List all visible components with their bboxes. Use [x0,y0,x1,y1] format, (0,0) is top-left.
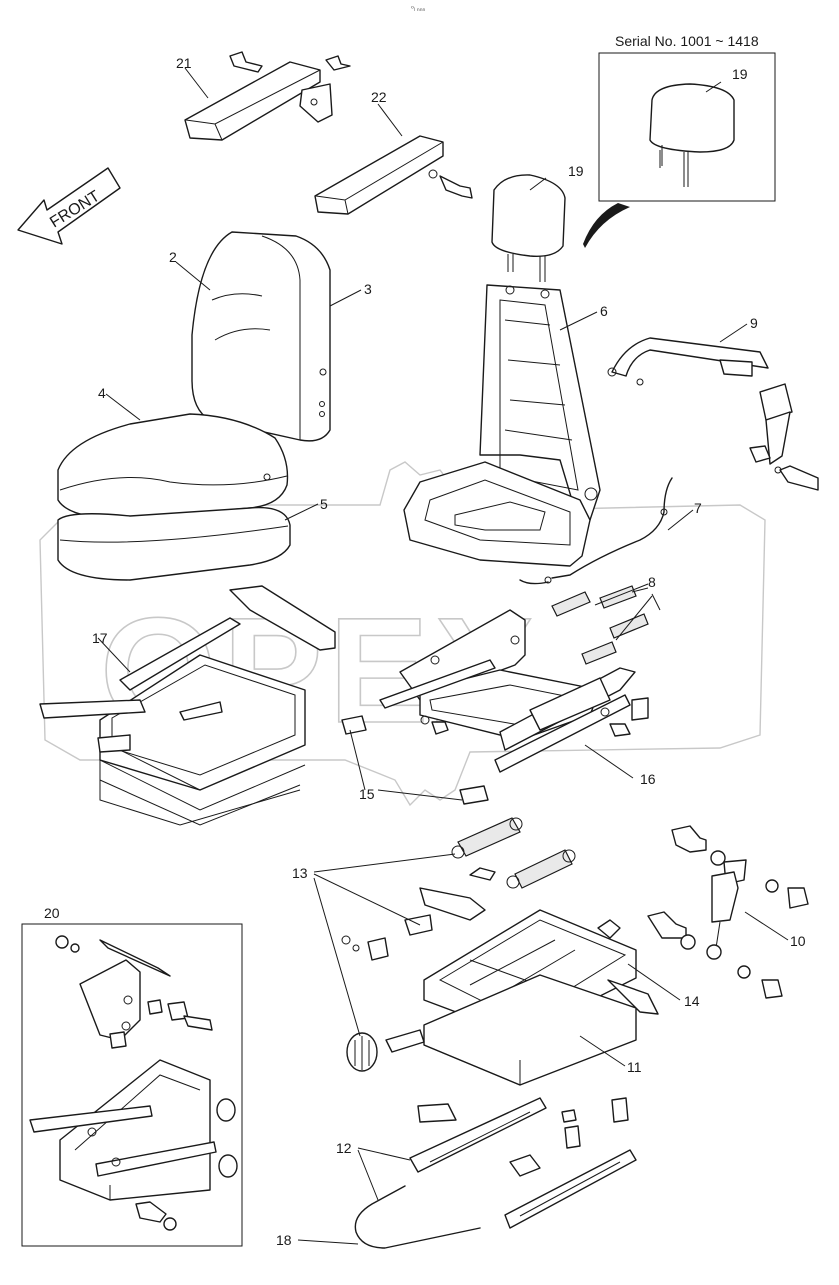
adjust-knob [346,1029,425,1072]
inset-serial: Serial No. 1001 ~ 1418 [583,33,776,248]
seat-belt [607,337,819,491]
seat-cushion [57,413,291,581]
callout-18: 18 [276,1232,292,1248]
callout-10: 10 [790,933,806,949]
callout-labels: 21 22 19 19 2 3 6 9 4 5 7 8 17 15 16 13 … [44,55,806,1248]
headrest [491,174,566,282]
leader-lines [97,67,789,1245]
shock-absorber [647,825,809,999]
springs [551,585,649,665]
callout-20: 20 [44,905,60,921]
callout-8: 8 [648,574,656,590]
callout-12: 12 [336,1140,352,1156]
callout-11: 11 [627,1059,642,1075]
front-arrow: FRONT [17,167,121,245]
callout-4: 4 [98,385,106,401]
callout-22: 22 [371,89,387,105]
callout-6: 6 [600,303,608,319]
callout-9: 9 [750,315,758,331]
headrest-alt [649,83,735,153]
armrest-right [314,135,473,215]
top-mark: ⁰ₗ ₙₙₙ [411,5,425,13]
inset-caption: Serial No. 1001 ~ 1418 [615,33,759,49]
callout-7: 7 [694,500,702,516]
callout-19-inset: 19 [732,66,748,82]
suspension-base [423,909,659,1086]
rollers [341,715,489,805]
bellows-cover [39,585,336,826]
callout-13: 13 [292,865,308,881]
callout-16: 16 [640,771,656,787]
callout-21: 21 [176,55,192,71]
callout-17: 17 [92,630,108,646]
slide-rail-assembly [379,609,649,773]
callout-5: 5 [320,496,328,512]
callout-19: 19 [568,163,584,179]
slide-rails-bottom [354,1097,637,1249]
suspension-springs [341,817,576,961]
seat-back [191,231,331,442]
callout-14: 14 [684,993,700,1009]
armrest-left [184,51,351,141]
callout-3: 3 [364,281,372,297]
cable [519,477,673,585]
seat-frame [403,284,601,567]
inset-bracket-assembly [21,923,243,1247]
callout-15: 15 [359,786,375,802]
callout-2: 2 [169,249,177,265]
